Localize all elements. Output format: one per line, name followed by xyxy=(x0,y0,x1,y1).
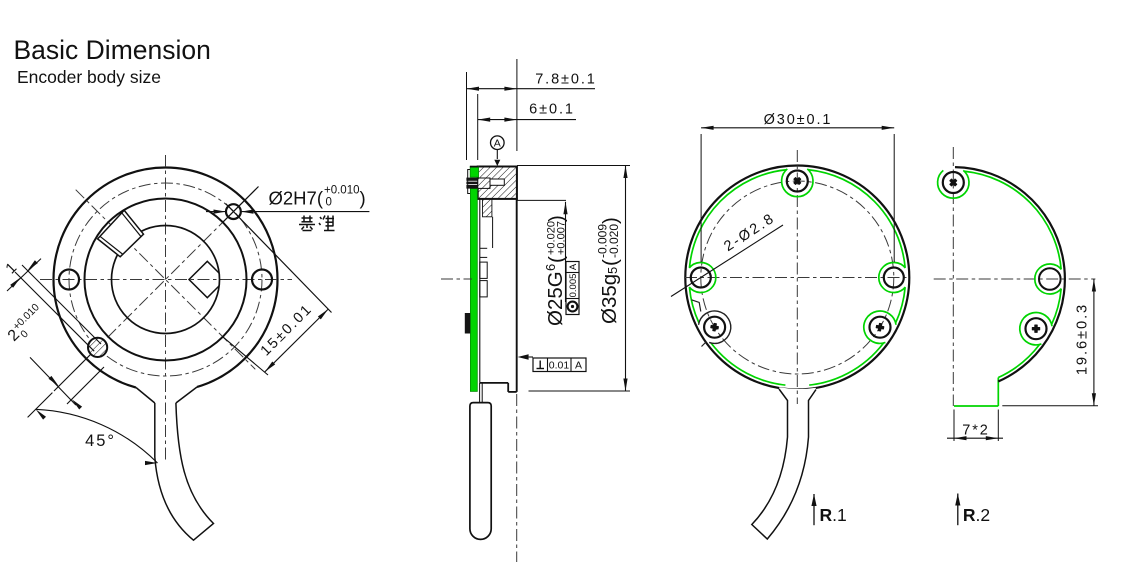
svg-text:+0.020: +0.020 xyxy=(546,221,558,255)
svg-text:Basic Dimension: Basic Dimension xyxy=(14,35,211,65)
svg-text:): ) xyxy=(360,188,366,209)
svg-text:R.2: R.2 xyxy=(963,505,990,525)
svg-text:5: 5 xyxy=(605,267,620,274)
svg-text:): ) xyxy=(599,217,622,224)
svg-text:0.005: 0.005 xyxy=(568,274,579,298)
svg-text:A: A xyxy=(568,263,579,270)
svg-text:Ø35g: Ø35g xyxy=(598,274,621,324)
svg-text:Ø25G: Ø25G xyxy=(544,271,567,326)
svg-text:6: 6 xyxy=(543,264,558,271)
svg-text:19.6±0.3: 19.6±0.3 xyxy=(1075,303,1091,375)
svg-text:A: A xyxy=(575,360,582,372)
svg-text:0: 0 xyxy=(326,197,332,209)
svg-text:7.8±0.1: 7.8±0.1 xyxy=(535,72,597,88)
svg-text:6±0.1: 6±0.1 xyxy=(529,102,575,118)
svg-text:Ø2H7(: Ø2H7( xyxy=(269,188,324,209)
svg-text:+0.010: +0.010 xyxy=(324,185,360,197)
svg-text:+0.007: +0.007 xyxy=(556,221,568,255)
svg-text:): ) xyxy=(545,215,568,222)
svg-text:(: ( xyxy=(599,259,622,266)
svg-text:0.01: 0.01 xyxy=(549,360,570,372)
svg-text:R.1: R.1 xyxy=(820,505,847,525)
svg-text:-0.020: -0.020 xyxy=(607,224,621,258)
svg-text:7*2: 7*2 xyxy=(962,423,989,439)
svg-text:Encoder body size: Encoder body size xyxy=(17,67,161,87)
svg-text:45°: 45° xyxy=(85,432,116,450)
svg-text:(: ( xyxy=(545,256,568,263)
svg-text:-0.009: -0.009 xyxy=(596,224,610,258)
svg-text:A: A xyxy=(494,138,501,150)
svg-text:Ø30±0.1: Ø30±0.1 xyxy=(764,112,833,128)
